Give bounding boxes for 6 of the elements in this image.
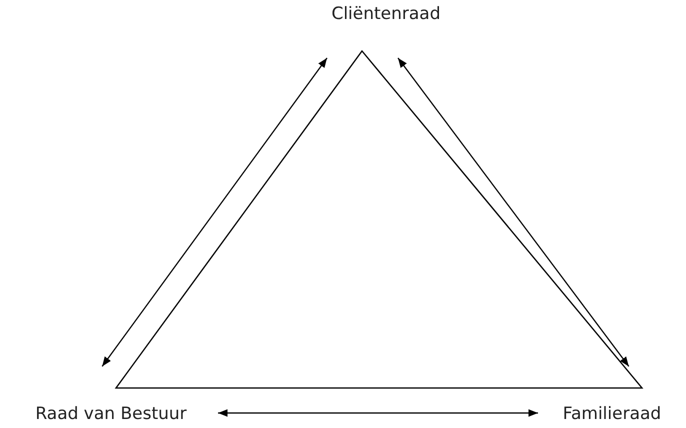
double-arrow [218, 409, 538, 417]
double-arrow [398, 58, 630, 367]
double-arrow [102, 58, 328, 367]
node-label: Cliëntenraad [331, 4, 441, 24]
node-label: Familieraad [562, 404, 662, 424]
node-label: Raad van Bestuur [35, 404, 187, 424]
